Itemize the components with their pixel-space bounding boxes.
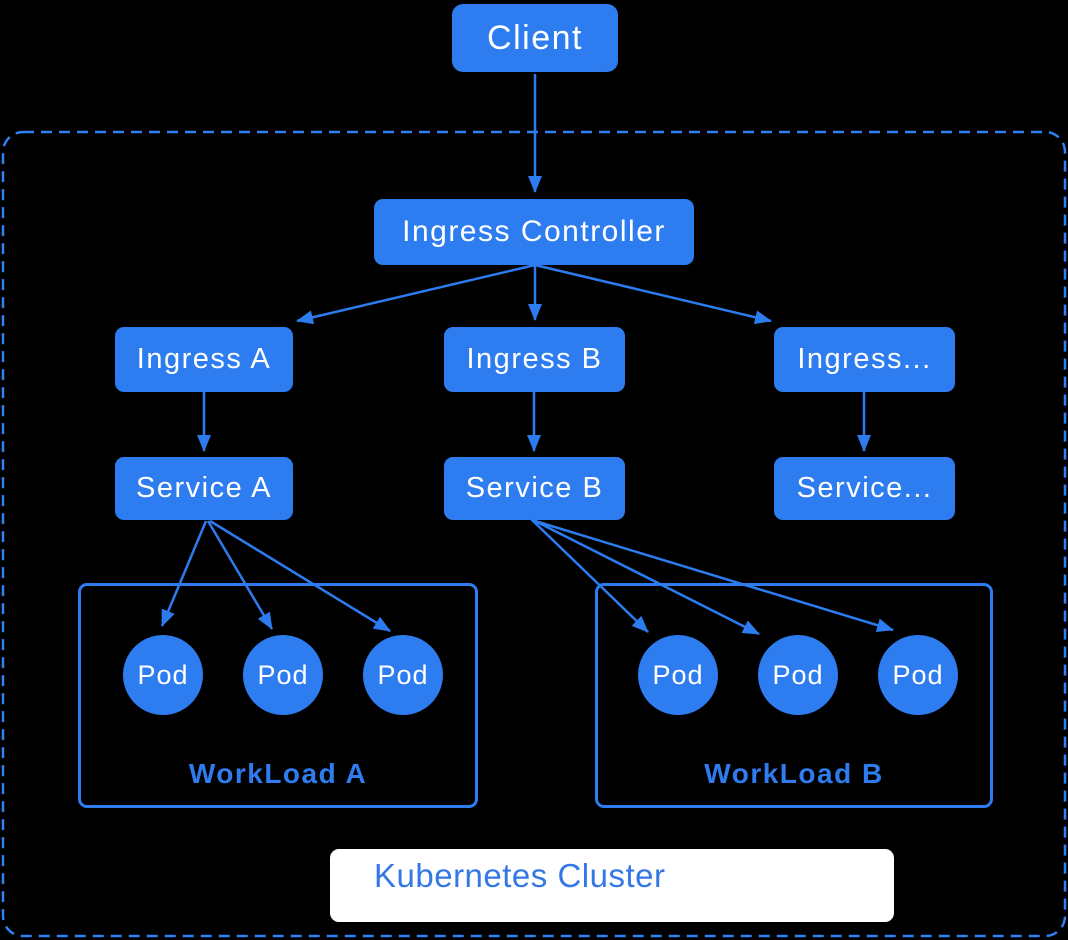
- pod-node: Pod: [123, 635, 203, 715]
- service-more-node: Service...: [774, 457, 955, 520]
- workload-a-group: Pod Pod Pod WorkLoad A: [78, 583, 478, 808]
- pod-label: Pod: [377, 659, 429, 690]
- ingress-more-node: Ingress...: [774, 327, 955, 392]
- ingress-b-label: Ingress B: [466, 343, 603, 375]
- pod-label: Pod: [892, 659, 944, 690]
- service-b-node: Service B: [444, 457, 625, 520]
- pod-node: Pod: [638, 635, 718, 715]
- ingress-controller-node: Ingress Controller: [374, 199, 694, 265]
- service-more-label: Service...: [796, 472, 933, 504]
- service-a-label: Service A: [136, 472, 272, 504]
- arrow-controller-to-ingress-more: [534, 263, 772, 325]
- ingress-more-label: Ingress...: [797, 343, 932, 375]
- ingress-b-node: Ingress B: [444, 327, 625, 392]
- pod-label: Pod: [137, 659, 189, 690]
- ingress-a-node: Ingress A: [115, 327, 293, 392]
- pod-node: Pod: [363, 635, 443, 715]
- ingress-a-label: Ingress A: [136, 343, 272, 375]
- client-node: Client: [452, 4, 618, 72]
- workload-b-label: WorkLoad B: [704, 758, 884, 789]
- kubernetes-cluster-title: Kubernetes Cluster: [330, 849, 894, 922]
- pod-node: Pod: [243, 635, 323, 715]
- workload-b-group: Pod Pod Pod WorkLoad B: [595, 583, 993, 808]
- pod-label: Pod: [652, 659, 704, 690]
- workload-a-label: WorkLoad A: [188, 758, 368, 789]
- client-label: Client: [487, 18, 583, 57]
- ingress-controller-label: Ingress Controller: [402, 215, 666, 248]
- pod-label: Pod: [772, 659, 824, 690]
- pod-node: Pod: [878, 635, 958, 715]
- arrow-controller-to-ingress-a: [296, 263, 536, 325]
- kubernetes-cluster-title-text: Kubernetes Cluster: [374, 857, 666, 894]
- service-a-node: Service A: [115, 457, 293, 520]
- pod-node: Pod: [758, 635, 838, 715]
- pod-label: Pod: [257, 659, 309, 690]
- service-b-label: Service B: [465, 472, 604, 504]
